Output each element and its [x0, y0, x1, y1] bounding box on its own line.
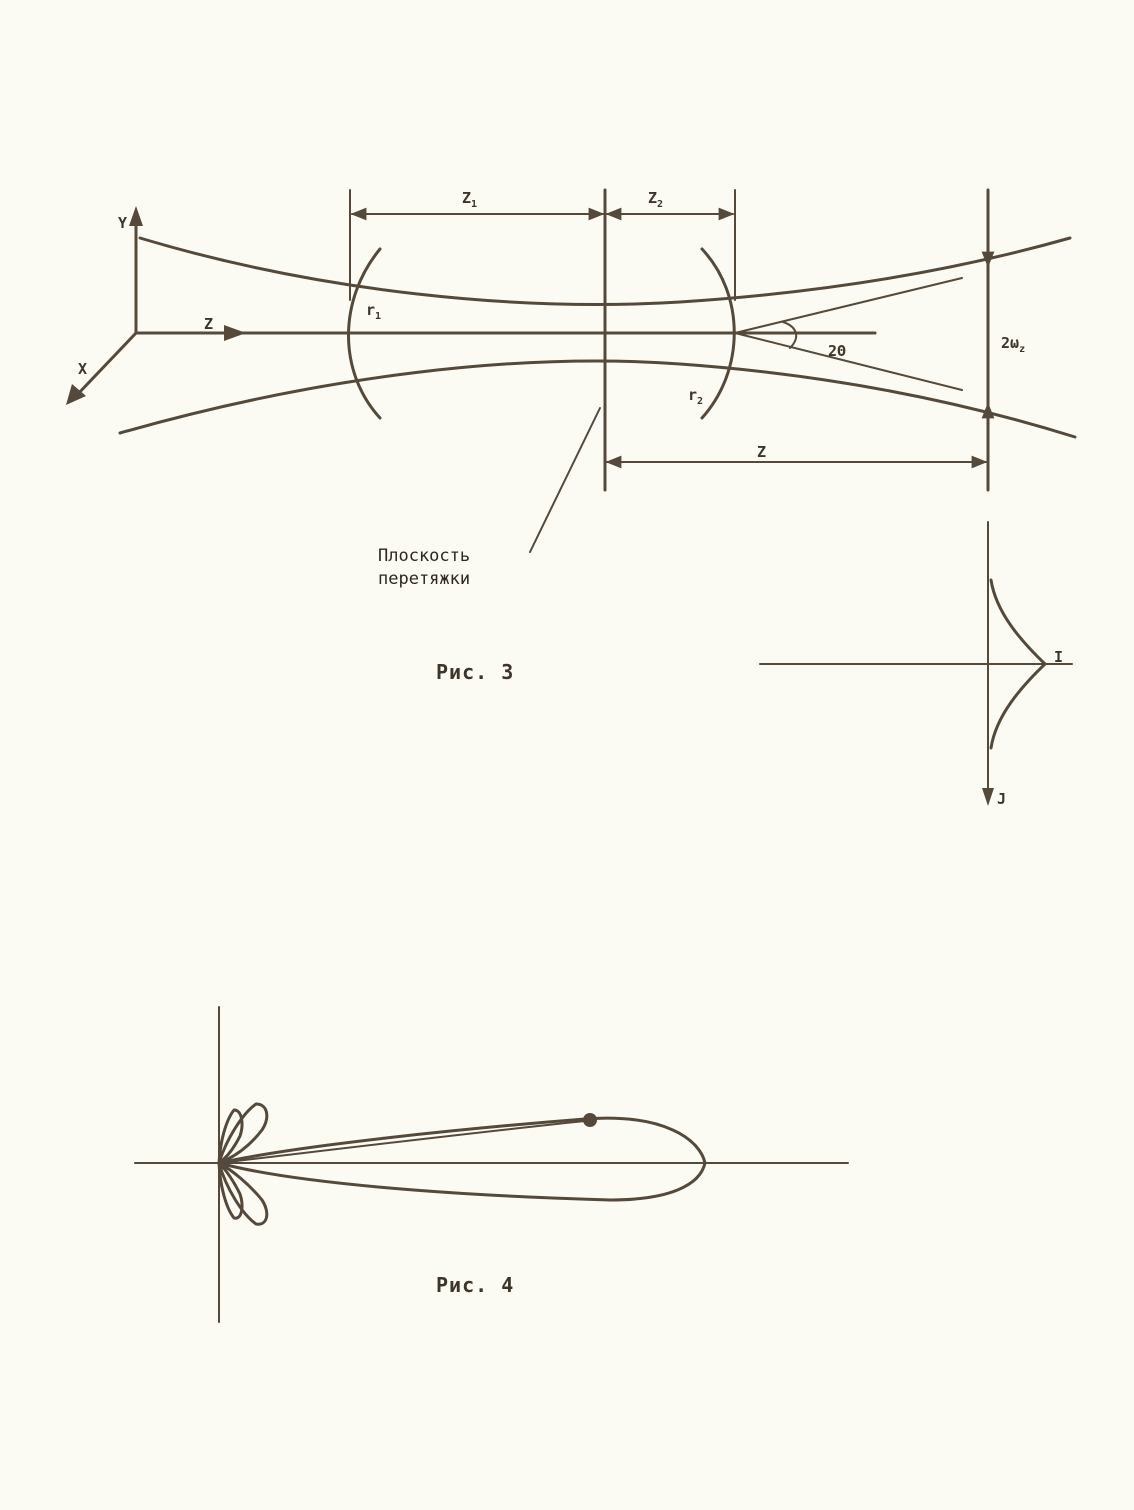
asymptote-upper	[734, 277, 963, 334]
asymptote-lower	[734, 332, 963, 391]
beam-envelope-lower	[118, 359, 1077, 439]
figure-3-caption: Рис. 3	[436, 660, 514, 684]
label-z1: Z1	[462, 189, 477, 210]
coordinate-axes: Y Z X	[66, 206, 246, 405]
beam-envelope-upper	[138, 236, 1072, 306]
label-r1: r1	[366, 301, 381, 322]
label-angle: 2Θ	[828, 342, 846, 360]
x-axis	[74, 331, 138, 398]
profile-axis-arrow	[982, 788, 994, 806]
label-z: Z	[757, 443, 766, 461]
gaussian-curve	[989, 578, 1047, 750]
main-lobe-inner-edge	[218, 1120, 586, 1164]
label-beam-width: 2ωz	[1001, 334, 1025, 355]
axis-x-label: X	[78, 360, 87, 378]
profile-label-i: I	[1054, 648, 1063, 666]
axis-y-label: Y	[118, 214, 127, 232]
side-lobe-upper-outer	[217, 1102, 269, 1165]
angle-arc	[782, 321, 798, 349]
waist-plane-label-line2: перетяжки	[378, 569, 470, 589]
label-z2: Z2	[648, 189, 663, 210]
main-lobe-marker	[583, 1113, 597, 1127]
side-lobe-upper-inner	[217, 1108, 244, 1165]
y-axis-arrow	[129, 206, 143, 226]
x-axis-arrow	[66, 384, 86, 405]
waist-plane-label-line1: Плоскость	[378, 546, 470, 566]
figure-3: Y Z X Z1 Z2 Z r1 r2 2	[66, 188, 1077, 808]
intensity-profile: I J	[759, 521, 1073, 808]
label-r2: r2	[688, 386, 703, 407]
profile-label-j: J	[997, 790, 1006, 808]
side-lobe-lower-outer	[217, 1161, 269, 1226]
waist-plane-leader	[529, 407, 601, 553]
wavefront-r1	[347, 247, 382, 420]
main-lobe	[217, 1116, 707, 1202]
figure-4: Рис. 4	[134, 1006, 849, 1323]
axis-z-label: Z	[204, 315, 213, 333]
figure-4-caption: Рис. 4	[436, 1273, 514, 1297]
side-lobe-lower-inner	[217, 1161, 244, 1220]
